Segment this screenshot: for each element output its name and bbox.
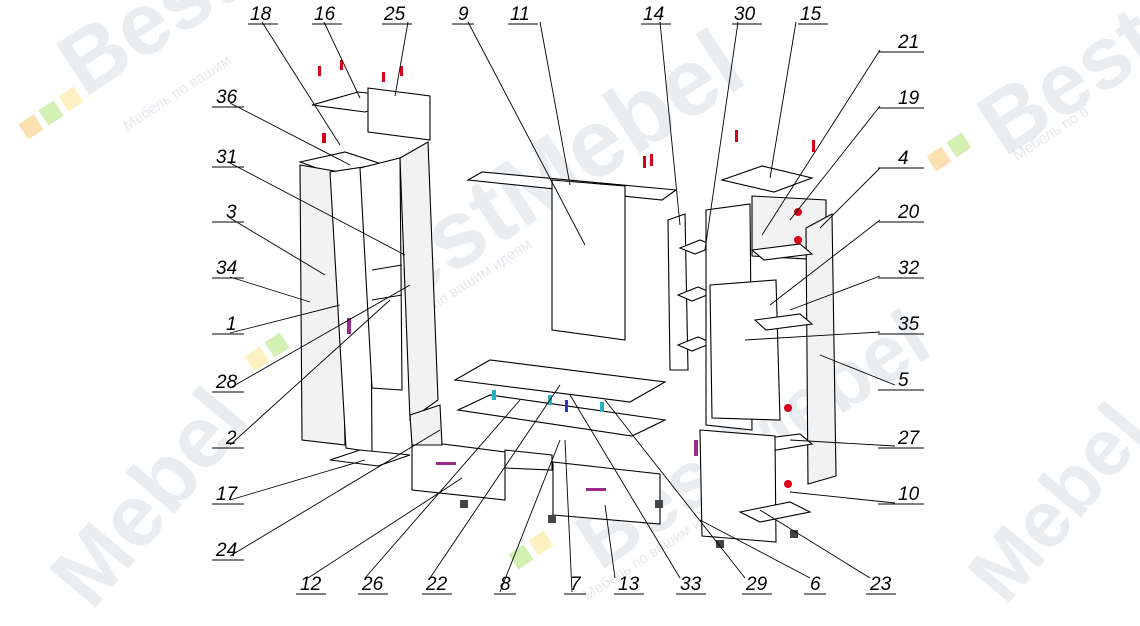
part-tv-stand-right-door <box>552 461 661 525</box>
part-right-shelf-b <box>753 313 814 331</box>
part-left-inner-side <box>359 157 403 391</box>
part-center-back-panel <box>551 179 626 341</box>
part-left-back-panel <box>399 141 439 422</box>
callout-35: 35 <box>898 314 920 335</box>
part-right-outer-side <box>805 213 837 485</box>
callout-8: 8 <box>500 574 511 595</box>
part-right-lower-door <box>699 429 777 543</box>
right-cabinet <box>694 165 837 548</box>
callout-32: 32 <box>898 258 920 279</box>
callout-6: 6 <box>810 574 821 595</box>
part-right-top-panel <box>720 165 814 193</box>
left-tall-cabinet <box>298 60 439 467</box>
callout-22: 22 <box>425 574 448 595</box>
callout-23: 23 <box>869 574 892 595</box>
callout-labels: 18 16 25 9 11 14 30 15 21 19 4 20 32 <box>212 4 924 595</box>
part-left-back-top-panel <box>367 87 431 141</box>
callout-26: 26 <box>361 574 384 595</box>
part-tv-stand-bottom <box>504 449 553 471</box>
exploded-view-drawing: 18 16 25 9 11 14 30 15 21 19 4 20 32 <box>18 4 972 595</box>
callout-33: 33 <box>680 574 702 595</box>
callout-2: 2 <box>225 428 237 449</box>
callout-1: 1 <box>226 314 237 335</box>
callout-15: 15 <box>800 4 822 25</box>
part-right-plinth <box>738 501 812 523</box>
part-tv-stand-shelf <box>456 394 667 437</box>
callout-10: 10 <box>898 484 920 505</box>
part-left-bottom-plinth <box>329 449 411 467</box>
watermark-logo-marks <box>18 86 972 570</box>
callout-17: 17 <box>216 484 239 505</box>
callout-3: 3 <box>226 202 237 223</box>
callout-28: 28 <box>215 372 238 393</box>
callout-9: 9 <box>458 4 469 25</box>
callout-11: 11 <box>510 4 530 25</box>
callout-12: 12 <box>300 574 322 595</box>
callout-7: 7 <box>570 574 582 595</box>
part-tv-stand-top <box>453 359 667 403</box>
callout-16: 16 <box>314 4 336 25</box>
callout-30: 30 <box>734 4 756 25</box>
callout-34: 34 <box>216 258 237 279</box>
callout-25: 25 <box>383 4 406 25</box>
callout-36: 36 <box>216 87 238 108</box>
callout-19: 19 <box>898 88 920 109</box>
callout-20: 20 <box>897 202 920 223</box>
callout-4: 4 <box>898 148 909 169</box>
part-tv-stand-side-left <box>409 404 443 446</box>
callout-27: 27 <box>897 428 921 449</box>
assembly-diagram: Best Мебель по вашим BestMebel Мебель по… <box>18 0 1140 624</box>
leader-lines <box>229 21 896 593</box>
callout-24: 24 <box>215 540 237 561</box>
part-right-shelf-a <box>750 243 814 261</box>
callout-18: 18 <box>250 4 272 25</box>
callout-5: 5 <box>898 370 909 391</box>
callout-13: 13 <box>618 574 640 595</box>
right-shelf-unit <box>667 130 815 371</box>
callout-31: 31 <box>216 147 237 168</box>
part-right-glass-door <box>709 279 781 421</box>
center-wall-unit <box>466 154 678 341</box>
callout-29: 29 <box>745 574 768 595</box>
tv-stand <box>409 359 667 525</box>
callout-14: 14 <box>643 4 664 25</box>
callout-21: 21 <box>897 32 919 53</box>
